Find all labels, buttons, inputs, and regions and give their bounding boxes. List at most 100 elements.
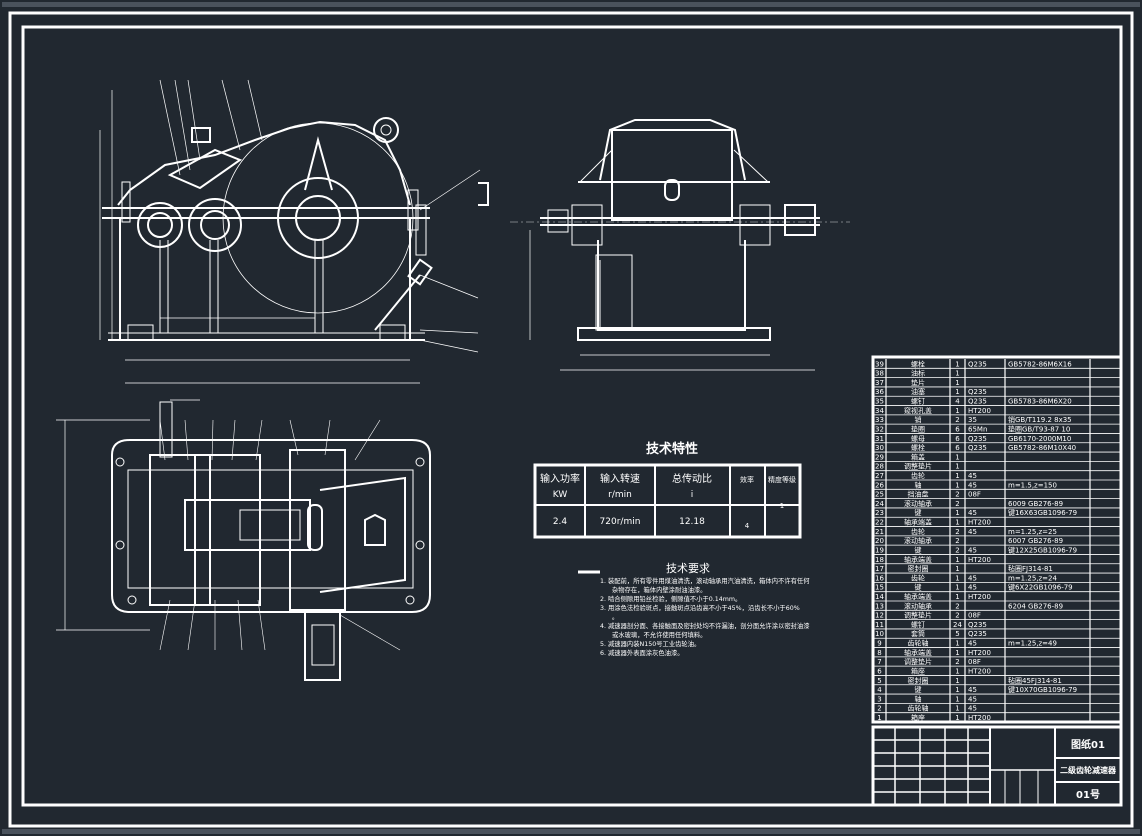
bom-cell: 键16X63GB1096-79 xyxy=(1008,508,1077,517)
title-drawing-name: 二级齿轮减速器 xyxy=(1060,765,1117,775)
bom-cell: Q235 xyxy=(968,621,987,629)
bom-cell: Q235 xyxy=(968,360,987,368)
bom-cell: 1 xyxy=(955,640,959,648)
bom-cell: 调整垫片 xyxy=(904,657,932,666)
bom-cell: 6204 GB276-89 xyxy=(1008,602,1063,610)
bom-cell: 齿轮 xyxy=(911,573,925,582)
bom-cell: 键12X25GB1096-79 xyxy=(1008,545,1077,554)
title-sheet-no: 01号 xyxy=(1076,789,1100,801)
bom-cell: 3 xyxy=(877,695,881,703)
bom-cell: 1 xyxy=(955,565,959,573)
spec-header-grade: 精度等级 xyxy=(768,475,796,484)
spec-header-ratio: 总传动比 xyxy=(672,472,712,485)
bom-cell: m=1.5,z=150 xyxy=(1008,481,1057,489)
technical-requirements: 技术要求 1. 装配前，所有零件用煤油清洗，滚动轴承用汽油清洗，箱体内不许有任何… xyxy=(578,562,810,657)
bom-cell: 45 xyxy=(968,546,977,554)
bom-cell: 35 xyxy=(875,398,884,406)
bom-cell: 08F xyxy=(968,658,981,666)
bom-cell: 1 xyxy=(955,407,959,415)
bom-cell: 1 xyxy=(955,453,959,461)
bom-cell: 1 xyxy=(877,714,881,722)
bom-cell: 26 xyxy=(875,481,884,489)
bom-cell: 键 xyxy=(915,583,922,592)
bom-cell: 45 xyxy=(968,686,977,694)
bom-cell: 螺钉 xyxy=(911,620,925,629)
spec-value-ratio: 12.18 xyxy=(679,517,705,527)
bom-cell: 45 xyxy=(968,481,977,489)
bom-cell: 油塞 xyxy=(911,387,925,396)
tech-req-item: 6. 减速器外表面涂灰色油漆。 xyxy=(600,648,684,657)
bom-cell: 24 xyxy=(875,500,884,508)
bom-cell: 2 xyxy=(955,491,959,499)
bom-cell: 4 xyxy=(955,398,960,406)
bom-cell: 36 xyxy=(875,388,884,396)
bom-cell: 9 xyxy=(877,640,881,648)
bom-cell: 滚动轴承 xyxy=(904,536,932,545)
bom-cell: 垫圈GB/T93-87 10 xyxy=(1008,424,1070,433)
bom-cell: GB5783-86M6X20 xyxy=(1008,398,1072,406)
tech-req-item: 1. 装配前，所有零件用煤油清洗，滚动轴承用汽油清洗，箱体内不许有任何 xyxy=(600,576,810,585)
bom-cell: 4 xyxy=(877,686,882,694)
bom-cell: 箱盖 xyxy=(911,452,925,461)
bom-cell: 调整垫片 xyxy=(904,611,932,620)
bom-cell: 2 xyxy=(955,416,959,424)
bom-cell: 螺母 xyxy=(911,434,925,443)
bom-cell: 25 xyxy=(875,491,884,499)
bom-cell: 1 xyxy=(955,388,959,396)
bom-cell: 45 xyxy=(968,528,977,536)
tech-req-item: 2. 啮合侧隙用铅丝检验，侧隙值不小于0.14mm。 xyxy=(600,594,741,603)
bom-cell: 密封圈 xyxy=(908,564,929,573)
tech-req-item: 或水玻璃，不允许使用任何填料。 xyxy=(612,630,706,639)
bom-cell: 齿轮 xyxy=(911,471,925,480)
bom-cell: 22 xyxy=(875,519,884,527)
bom-cell: 螺钉 xyxy=(911,397,925,406)
bom-cell: 6009 GB276-89 xyxy=(1008,500,1063,508)
bom-cell: 1 xyxy=(955,593,959,601)
top-plan-view xyxy=(56,399,431,681)
bom-cell: 15 xyxy=(875,584,884,592)
bom-cell: 螺栓 xyxy=(911,443,925,452)
bom-cell: GB5782-86M10X40 xyxy=(1008,444,1076,452)
bom-cell: 1 xyxy=(955,574,959,582)
bom-cell: HT200 xyxy=(968,519,991,527)
bom-cell: Q235 xyxy=(968,630,987,638)
bom-cell: 45 xyxy=(968,705,977,713)
bom-cell: HT200 xyxy=(968,714,991,722)
bom-cell: 34 xyxy=(875,407,884,415)
bom-cell: 1 xyxy=(955,714,959,722)
bom-cell: 6 xyxy=(877,667,882,675)
bom-cell: HT200 xyxy=(968,556,991,564)
bom-cell: GB6170-2000M10 xyxy=(1008,435,1071,443)
bom-cell: HT200 xyxy=(968,667,991,675)
bom-cell: 1 xyxy=(955,519,959,527)
bom-cell: 31 xyxy=(875,435,884,443)
tech-req-item: 杂物存在，箱体内壁涂耐油油漆。 xyxy=(612,585,706,594)
bom-cell: 轴承端盖 xyxy=(904,592,932,601)
bom-cell: m=1.25,z=49 xyxy=(1008,640,1057,648)
bom-cell: 2 xyxy=(877,705,881,713)
bom-cell: 1 xyxy=(955,472,959,480)
bom-cell: 2 xyxy=(955,658,959,666)
bom-cell: 6 xyxy=(955,444,960,452)
front-elevation-view xyxy=(99,79,489,384)
bom-cell: 毡圈FJ314-81 xyxy=(1008,564,1053,573)
bom-cell: 45 xyxy=(968,640,977,648)
spec-value-grade: 1 xyxy=(780,502,784,510)
bottom-ruler-strip xyxy=(2,829,1140,834)
tech-req-item: 4. 减速器剖分面、各接触面及密封处均不许漏油，剖分面允许涂以密封油漆 xyxy=(600,621,810,630)
bom-cell: 齿轮 xyxy=(911,527,925,536)
bom-cell: 滚动轴承 xyxy=(904,601,932,610)
outer-sheet-border xyxy=(8,11,1134,828)
spec-header-speed: 输入转速 xyxy=(600,472,640,485)
bom-cell: 键 xyxy=(915,545,922,554)
bom-cell: 6 xyxy=(955,435,960,443)
bom-cell: 08F xyxy=(968,491,981,499)
bom-cell: 2 xyxy=(955,528,959,536)
spec-header-efficiency: 效率 xyxy=(740,475,754,484)
spec-value-efficiency: 4 xyxy=(745,522,750,530)
bom-cell: m=1.25,z=24 xyxy=(1008,574,1057,582)
bom-cell: m=1.25,z=25 xyxy=(1008,528,1057,536)
tech-req-item: 5. 减速器内装N150号工业齿轮油。 xyxy=(600,639,700,648)
bom-cell: 10 xyxy=(875,630,884,638)
